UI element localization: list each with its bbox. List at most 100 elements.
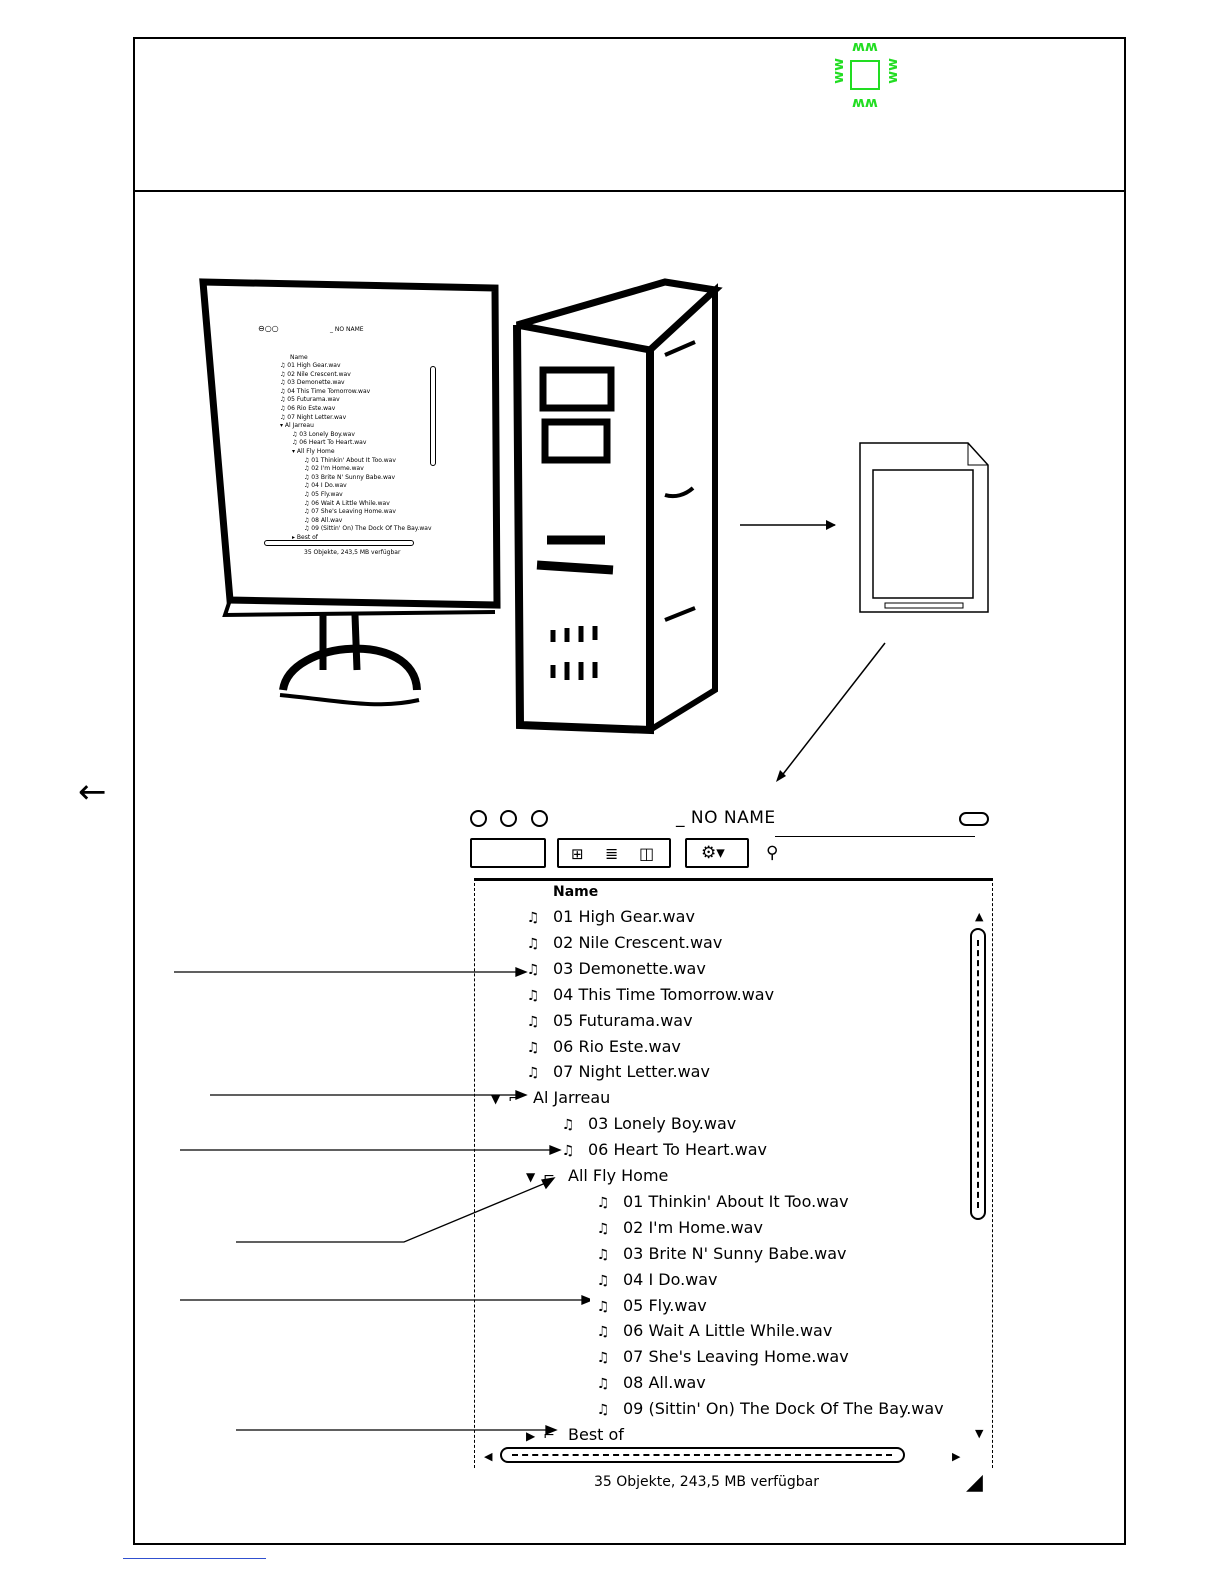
mini-list-item: ♫ 05 Futurama.wav bbox=[280, 396, 340, 404]
music-note-icon: ♫ bbox=[561, 1117, 575, 1134]
music-note-icon: ♫ bbox=[596, 1324, 610, 1341]
mini-hscroll bbox=[264, 540, 414, 546]
scroll-down-icon[interactable]: ▼ bbox=[975, 1427, 984, 1440]
folder-icon: ⌐ bbox=[543, 1169, 555, 1185]
minimize-button[interactable] bbox=[500, 810, 517, 827]
mini-list-item: ▸ Best of bbox=[292, 534, 318, 541]
zoom-button[interactable] bbox=[531, 810, 548, 827]
music-note-icon: ♫ bbox=[596, 1220, 610, 1237]
file-row[interactable]: ♫05 Futurama.wav bbox=[523, 1009, 693, 1033]
scroll-up-icon[interactable]: ▲ bbox=[975, 910, 984, 923]
music-note-icon: ♫ bbox=[526, 1039, 540, 1056]
file-row[interactable]: ♫05 Fly.wav bbox=[593, 1294, 707, 1318]
row-label: 03 Demonette.wav bbox=[553, 958, 706, 978]
resize-grip-icon[interactable]: ◢ bbox=[966, 1470, 983, 1495]
music-note-icon: ♫ bbox=[596, 1246, 610, 1263]
computer-icon bbox=[199, 278, 723, 735]
row-label: 06 Wait A Little While.wav bbox=[623, 1321, 833, 1341]
mini-list-item: ♫ 01 High Gear.wav bbox=[280, 362, 341, 369]
status-bar: 35 Objekte, 243,5 MB verfügbar bbox=[594, 1474, 820, 1490]
row-label: 06 Rio Este.wav bbox=[553, 1036, 681, 1056]
disclosure-open-icon[interactable]: ▼ bbox=[491, 1092, 501, 1107]
file-row[interactable]: ♫ 04 This Time Tomorrow.wav bbox=[523, 983, 774, 1007]
file-row[interactable]: ♫03 Demonette.wav bbox=[523, 957, 706, 981]
scroll-right-icon[interactable]: ▶ bbox=[952, 1450, 961, 1463]
mini-window-buttons: ⊖○○ bbox=[258, 324, 279, 333]
row-label: 09 (Sittin' On) The Dock Of The Bay.wav bbox=[623, 1399, 944, 1419]
mini-list-item: ♫ 02 I'm Home.wav bbox=[304, 465, 364, 473]
file-row[interactable]: ♫01 Thinkin' About It Too.wav bbox=[593, 1190, 849, 1214]
file-row[interactable]: ♫04 I Do.wav bbox=[593, 1268, 718, 1292]
mini-list-item: ♫ 07 She's Leaving Home.wav bbox=[304, 508, 396, 516]
mini-list-item: ♫ 02 Nile Crescent.wav bbox=[280, 370, 351, 378]
toolbar-toggle-button[interactable] bbox=[959, 812, 989, 826]
music-note-icon: ♫ bbox=[596, 1350, 610, 1367]
mini-list-item: ♫ 01 Thinkin' About It Too.wav bbox=[304, 456, 396, 464]
mini-list-item: ♫ 04 This Time Tomorrow.wav bbox=[280, 387, 371, 395]
music-note-icon: ♫ bbox=[526, 1013, 540, 1030]
row-label: 01 Thinkin' About It Too.wav bbox=[623, 1191, 849, 1211]
back-arrow-icon[interactable]: ← bbox=[78, 772, 107, 812]
disclosure-open-icon[interactable]: ▼ bbox=[526, 1170, 536, 1184]
column-view-icon[interactable]: ◫ bbox=[639, 844, 655, 863]
music-note-icon: ♫ bbox=[526, 935, 540, 952]
horizontal-scrollbar[interactable] bbox=[500, 1447, 905, 1463]
folder-row[interactable]: ▼ ⌐ Al Jarreau bbox=[491, 1086, 610, 1110]
name-column-header[interactable]: Name bbox=[553, 884, 599, 900]
file-row[interactable]: ♫02 I'm Home.wav bbox=[593, 1216, 763, 1240]
mini-window-title: _ NO NAME bbox=[330, 326, 364, 333]
action-menu-button[interactable]: ⚙▾ bbox=[685, 838, 749, 868]
disclosure-closed-icon[interactable]: ▶ bbox=[526, 1429, 536, 1443]
mini-vscroll bbox=[430, 366, 436, 466]
mini-list-item: ♫ 06 Heart To Heart.wav bbox=[292, 439, 367, 447]
row-label: 07 Night Letter.wav bbox=[553, 1062, 710, 1082]
file-row[interactable]: ♫01 High Gear.wav bbox=[523, 905, 695, 929]
row-label: 01 High Gear.wav bbox=[553, 907, 695, 926]
file-row[interactable]: ♫06 Heart To Heart.wav bbox=[558, 1138, 767, 1162]
music-note-icon: ♫ bbox=[526, 1065, 540, 1082]
file-row[interactable]: ♫ 03 Brite N' Sunny Babe.wav bbox=[593, 1242, 847, 1266]
file-row[interactable]: ♫ 06 Wait A Little While.wav bbox=[593, 1319, 833, 1343]
file-row[interactable]: ♫ 09 (Sittin' On) The Dock Of The Bay.wav bbox=[593, 1397, 944, 1421]
folder-icon: ⌐ bbox=[508, 1091, 520, 1108]
music-note-icon: ♫ bbox=[596, 1272, 610, 1289]
mini-list-item: ♫ 03 Brite N' Sunny Babe.wav bbox=[304, 473, 396, 481]
icon-view-icon[interactable]: ⊞ bbox=[571, 845, 584, 863]
vertical-scrollbar[interactable] bbox=[970, 928, 986, 1220]
back-forward-button[interactable] bbox=[470, 838, 546, 868]
list-view-icon[interactable]: ≣ bbox=[605, 844, 619, 863]
folder-row[interactable]: ▶⌐Best of bbox=[526, 1423, 624, 1447]
music-note-icon: ♫ bbox=[526, 987, 540, 1004]
row-label: 07 She's Leaving Home.wav bbox=[623, 1347, 849, 1367]
mini-list-item: ♫ 08 All.wav bbox=[304, 516, 343, 524]
scroll-left-icon[interactable]: ◀ bbox=[484, 1450, 493, 1463]
mini-list-item: ♫ 06 Wait A Little While.wav bbox=[304, 499, 390, 507]
window-title: _ NO NAME bbox=[676, 808, 776, 828]
file-row[interactable]: ♫ 06 Rio Este.wav bbox=[523, 1035, 681, 1059]
file-row[interactable]: ♫08 All.wav bbox=[593, 1371, 706, 1395]
folder-row[interactable]: ▼ ⌐ All Fly Home bbox=[526, 1164, 668, 1188]
file-row[interactable]: ♫ 03 Lonely Boy.wav bbox=[558, 1112, 737, 1136]
row-label: 03 Lonely Boy.wav bbox=[588, 1114, 737, 1134]
music-note-icon: ♫ bbox=[561, 1143, 575, 1160]
callout-arrows bbox=[174, 967, 590, 1435]
mini-list-item: ♫ 09 (Sittin' On) The Dock Of The Bay.wa… bbox=[304, 525, 432, 533]
row-label: All Fly Home bbox=[568, 1166, 669, 1185]
page-frame bbox=[133, 37, 1126, 1545]
mini-list-item: ♫ 03 Lonely Boy.wav bbox=[292, 430, 355, 438]
close-button[interactable] bbox=[470, 810, 487, 827]
mini-list-item: ♫ 06 Rio Este.wav bbox=[280, 405, 336, 412]
row-label: 08 All.wav bbox=[623, 1373, 706, 1393]
row-label: Al Jarreau bbox=[533, 1088, 611, 1108]
music-note-icon: ♫ bbox=[596, 1402, 610, 1419]
mini-list-item: ♫ 07 Night Letter.wav bbox=[280, 413, 347, 421]
file-row[interactable]: ♫ 07 She's Leaving Home.wav bbox=[593, 1345, 849, 1369]
file-row[interactable]: ♫ 07 Night Letter.wav bbox=[523, 1060, 710, 1084]
search-icon[interactable]: ⚲ bbox=[766, 843, 779, 863]
row-label: 04 This Time Tomorrow.wav bbox=[553, 984, 775, 1004]
file-row[interactable]: ♫ 02 Nile Crescent.wav bbox=[523, 931, 723, 955]
card-diagram bbox=[740, 442, 989, 782]
row-label: 03 Brite N' Sunny Babe.wav bbox=[623, 1243, 847, 1263]
view-switcher: ⊞ ≣ ◫ bbox=[557, 838, 671, 868]
row-label: 02 Nile Crescent.wav bbox=[553, 932, 723, 952]
